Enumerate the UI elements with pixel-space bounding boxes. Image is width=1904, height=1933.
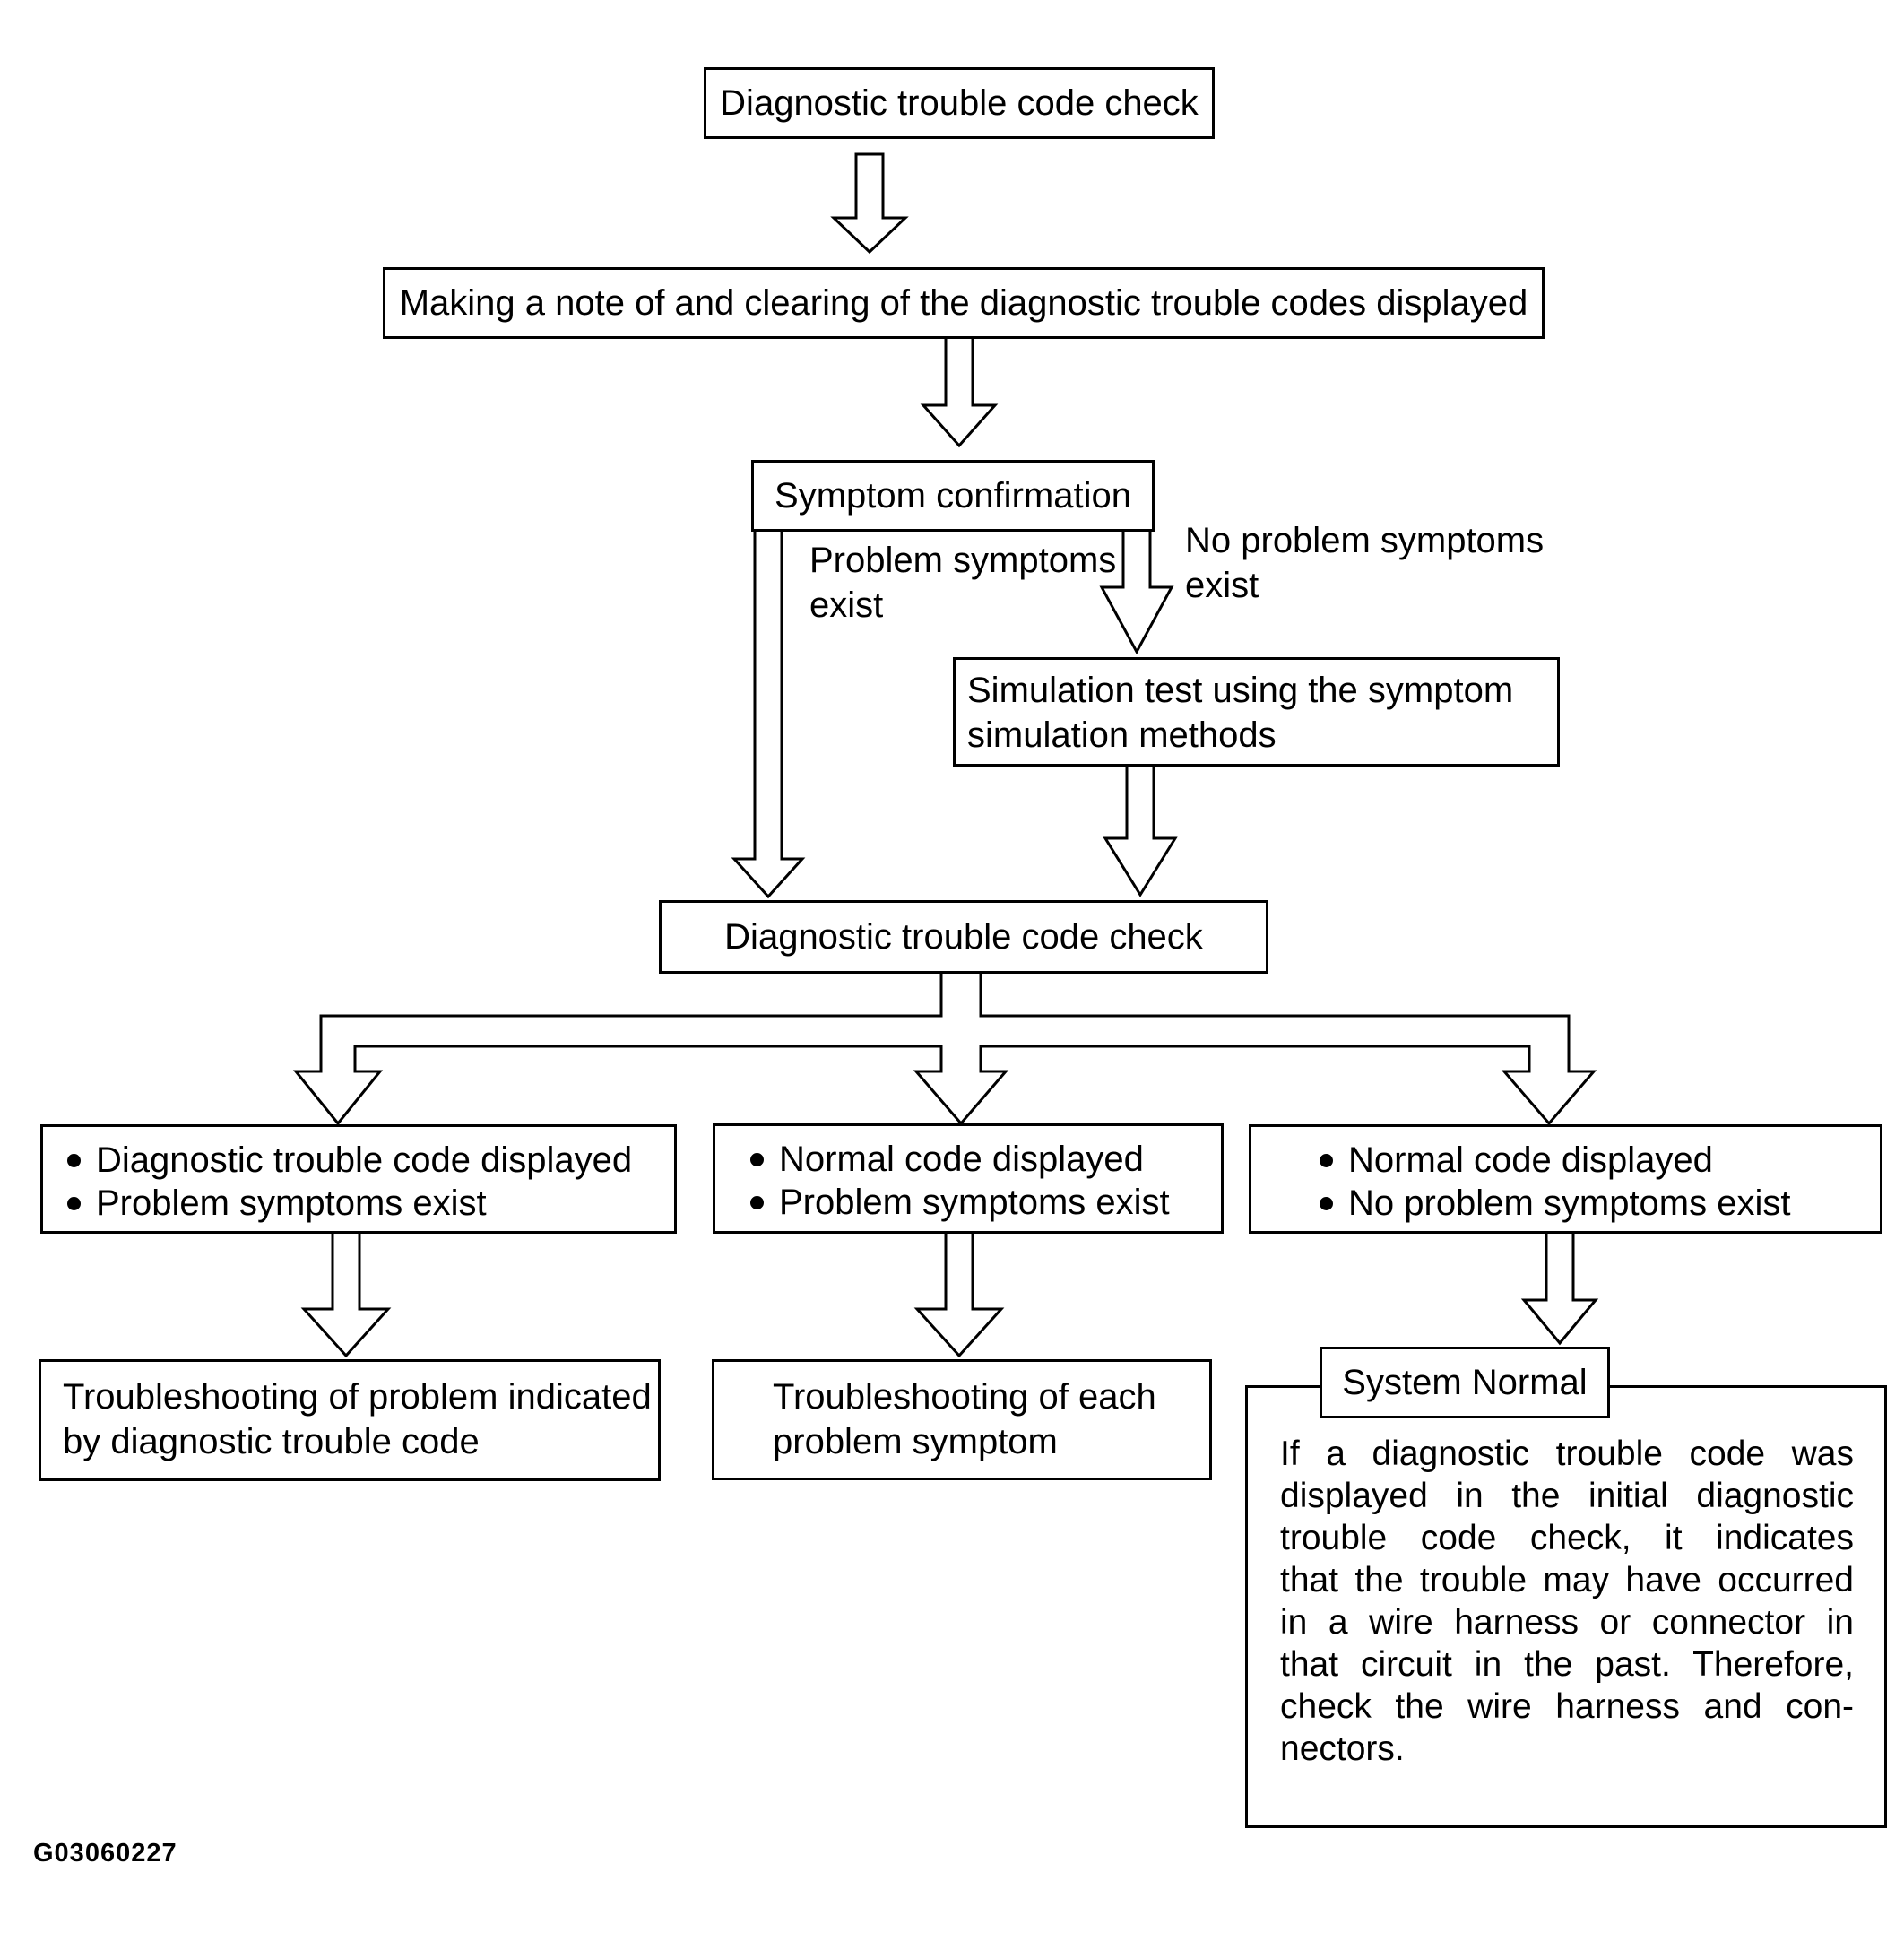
node-system-normal-title: System Normal — [1320, 1347, 1610, 1418]
node-troubleshoot-symptom: Troubleshooting of each problem symptom — [712, 1359, 1212, 1480]
node-system-normal-body: If a diagnostic trouble code was display… — [1245, 1385, 1887, 1828]
node-result-middle: Normal code displayed Problem symptoms e… — [713, 1123, 1224, 1234]
bullet-item: Diagnostic trouble code displayed — [67, 1139, 674, 1182]
three-way-branch-connector-icon — [292, 969, 1597, 1126]
arrow-middle-result-icon — [913, 1228, 1005, 1358]
bullet-item: Normal code displayed — [750, 1138, 1221, 1181]
node-simulation-test-line: Simulation test using the symptom — [967, 671, 1514, 710]
bullet-item: No problem symptoms exist — [1320, 1182, 1880, 1225]
figure-id: G03060227 — [33, 1839, 177, 1868]
edge-label-line: Problem symptoms — [809, 541, 1117, 580]
system-normal-paragraph: If a diagnostic trouble code was display… — [1280, 1433, 1854, 1770]
node-note-and-clear-label: Making a note of and clearing of the dia… — [399, 283, 1528, 323]
node-dtc-check-2: Diagnostic trouble code check — [659, 900, 1268, 974]
node-dtc-check-1: Diagnostic trouble code check — [704, 67, 1215, 139]
arrow-down-1-icon — [830, 152, 909, 255]
bullet-icon — [67, 1153, 81, 1167]
arrow-problem-symptoms-icon — [731, 527, 806, 899]
edge-label-line: exist — [809, 585, 884, 625]
node-dtc-check-2-label: Diagnostic trouble code check — [724, 917, 1203, 957]
edge-label-no-problem-symptoms-exist: No problem symptoms exist — [1185, 518, 1544, 608]
node-troubleshoot-dtc-line: Troubleshooting of problem indicated — [63, 1377, 652, 1417]
paragraph-line: check the wire harness and con- — [1280, 1687, 1854, 1726]
bullet-text: No problem symptoms exist — [1348, 1183, 1791, 1223]
paragraph-line: that circuit in the past. Therefore, — [1280, 1645, 1854, 1684]
arrow-no-problem-symptoms-icon — [1099, 527, 1174, 655]
bullet-text: Normal code displayed — [779, 1140, 1144, 1179]
node-symptom-confirmation: Symptom confirmation — [751, 460, 1155, 532]
bullet-text: Problem symptoms exist — [779, 1183, 1170, 1222]
node-simulation-test-line: simulation methods — [967, 715, 1277, 755]
bullet-item: Problem symptoms exist — [67, 1182, 674, 1225]
node-note-and-clear: Making a note of and clearing of the dia… — [383, 267, 1545, 339]
node-troubleshoot-symptom-line: Troubleshooting of each — [773, 1377, 1156, 1417]
bullet-text: Problem symptoms exist — [96, 1183, 487, 1223]
node-simulation-test: Simulation test using the symptom simula… — [953, 657, 1560, 767]
bullet-text: Diagnostic trouble code displayed — [96, 1140, 633, 1180]
paragraph-line: in a wire harness or connector in — [1280, 1603, 1854, 1642]
edge-label-line: No problem symptoms — [1185, 521, 1545, 560]
paragraph-line: displayed in the initial diagnostic — [1280, 1477, 1854, 1515]
edge-label-problem-symptoms-exist: Problem symptoms exist — [809, 538, 1116, 628]
node-dtc-check-1-label: Diagnostic trouble code check — [720, 83, 1199, 123]
bullet-icon — [1320, 1153, 1333, 1167]
arrow-down-2-icon — [920, 335, 999, 448]
node-result-left: Diagnostic trouble code displayed Proble… — [40, 1124, 677, 1234]
paragraph-line: nectors. — [1280, 1729, 1405, 1768]
arrow-simulation-to-check-icon — [1103, 760, 1178, 897]
node-symptom-confirmation-label: Symptom confirmation — [775, 476, 1131, 516]
bullet-text: Normal code displayed — [1348, 1140, 1713, 1180]
paragraph-line: that the trouble may have occurred — [1280, 1561, 1854, 1599]
bullet-item: Problem symptoms exist — [750, 1181, 1221, 1224]
node-troubleshoot-dtc: Troubleshooting of problem indicated by … — [39, 1359, 661, 1481]
arrow-right-result-icon — [1520, 1228, 1599, 1346]
node-troubleshoot-dtc-line: by diagnostic trouble code — [63, 1422, 480, 1461]
paragraph-line: trouble code check, it indicates — [1280, 1519, 1854, 1557]
bullet-icon — [750, 1195, 764, 1209]
bullet-icon — [67, 1196, 81, 1210]
node-troubleshoot-symptom-line: problem symptom — [773, 1422, 1058, 1461]
arrow-left-result-icon — [300, 1228, 392, 1358]
node-result-right: Normal code displayed No problem symptom… — [1249, 1124, 1882, 1234]
bullet-icon — [1320, 1196, 1333, 1210]
edge-label-line: exist — [1185, 566, 1259, 605]
node-system-normal-title-label: System Normal — [1342, 1363, 1588, 1402]
bullet-item: Normal code displayed — [1320, 1139, 1880, 1182]
paragraph-line: If a diagnostic trouble code was — [1280, 1435, 1854, 1473]
bullet-icon — [750, 1152, 764, 1166]
